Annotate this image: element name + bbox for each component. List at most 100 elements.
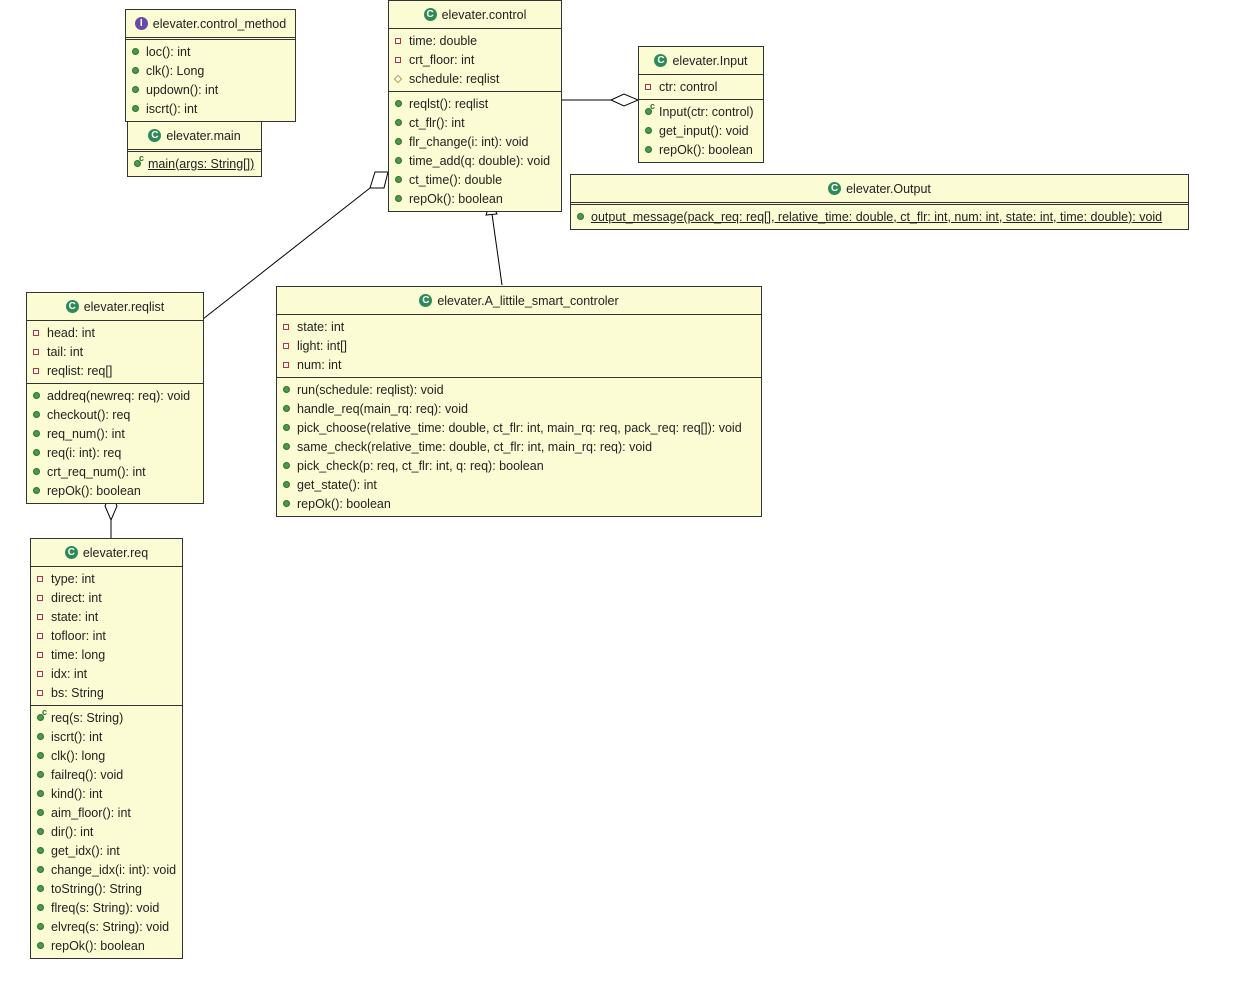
member-row[interactable]: type: int <box>31 569 182 588</box>
member-row[interactable]: req_num(): int <box>27 424 203 443</box>
member-row[interactable]: time_add(q: double): void <box>389 151 561 170</box>
private-visibility-icon <box>395 37 409 44</box>
member-row[interactable]: reqlist: req[] <box>27 361 203 380</box>
member-signature: clk(): long <box>51 748 106 763</box>
member-row[interactable]: change_idx(i: int): void <box>31 860 182 879</box>
member-row[interactable]: time: long <box>31 645 182 664</box>
member-row[interactable]: iscrt(): int <box>126 99 295 118</box>
member-row[interactable]: reqlst(): reqlist <box>389 94 561 113</box>
member-row[interactable]: num: int <box>277 355 761 374</box>
member-row[interactable]: handle_req(main_rq: req): void <box>277 399 761 418</box>
member-row[interactable]: tofloor: int <box>31 626 182 645</box>
member-row[interactable]: addreq(newreq: req): void <box>27 386 203 405</box>
member-row[interactable]: crt_floor: int <box>389 50 561 69</box>
member-row[interactable]: repOk(): boolean <box>31 936 182 955</box>
member-row[interactable]: toString(): String <box>31 879 182 898</box>
member-signature: get_idx(): int <box>51 843 120 858</box>
member-row[interactable]: updown(): int <box>126 80 295 99</box>
member-row[interactable]: elvreq(s: String): void <box>31 917 182 936</box>
member-row[interactable]: time: double <box>389 31 561 50</box>
member-row[interactable]: flreq(s: String): void <box>31 898 182 917</box>
member-signature: addreq(newreq: req): void <box>47 388 191 403</box>
member-row[interactable]: loc(): int <box>126 42 295 61</box>
member-signature: repOk(): boolean <box>51 938 145 953</box>
member-row[interactable]: repOk(): boolean <box>639 140 763 159</box>
member-row[interactable]: idx: int <box>31 664 182 683</box>
member-row[interactable]: failreq(): void <box>31 765 182 784</box>
member-row[interactable]: req(i: int): req <box>27 443 203 462</box>
protected-visibility-icon <box>393 74 409 83</box>
member-row[interactable]: run(schedule: reqlist): void <box>277 380 761 399</box>
public-visibility-icon <box>37 904 51 911</box>
member-row[interactable]: ct_time(): double <box>389 170 561 189</box>
member-row[interactable]: direct: int <box>31 588 182 607</box>
member-row[interactable]: get_state(): int <box>277 475 761 494</box>
member-row[interactable]: clk(): Long <box>126 61 295 80</box>
member-signature: aim_floor(): int <box>51 805 131 820</box>
member-row[interactable]: crt_req_num(): int <box>27 462 203 481</box>
member-row[interactable]: pick_check(p: req, ct_flr: int, q: req):… <box>277 456 761 475</box>
private-visibility-icon <box>37 575 51 582</box>
member-row[interactable]: state: int <box>277 317 761 336</box>
member-row[interactable]: get_input(): void <box>639 121 763 140</box>
member-row[interactable]: ctr: control <box>639 77 763 96</box>
class-name: elevater.reqlist <box>83 299 165 314</box>
member-row[interactable]: output_message(pack_req: req[], relative… <box>571 207 1188 226</box>
member-row[interactable]: bs: String <box>31 683 182 702</box>
private-visibility-icon <box>33 348 47 355</box>
member-row[interactable]: dir(): int <box>31 822 182 841</box>
public-visibility-icon <box>37 866 51 873</box>
public-visibility-icon <box>37 771 51 778</box>
class-name: elevater.control <box>441 7 527 22</box>
member-signature: toString(): String <box>51 881 143 896</box>
public-visibility-icon <box>395 119 409 126</box>
member-row[interactable]: head: int <box>27 323 203 342</box>
member-row[interactable]: main(args: String[]) <box>128 153 261 173</box>
private-visibility-icon <box>37 632 51 639</box>
public-visibility-icon <box>645 146 659 153</box>
class-icon: C <box>148 129 162 142</box>
public-visibility-icon <box>283 500 297 507</box>
member-signature: change_idx(i: int): void <box>51 862 177 877</box>
member-row[interactable]: state: int <box>31 607 182 626</box>
member-row[interactable]: get_idx(): int <box>31 841 182 860</box>
member-row[interactable]: Input(ctr: control) <box>639 101 763 121</box>
member-row[interactable]: light: int[] <box>277 336 761 355</box>
member-row[interactable]: req(s: String) <box>31 707 182 727</box>
member-row[interactable]: kind(): int <box>31 784 182 803</box>
member-row[interactable]: same_check(relative_time: double, ct_flr… <box>277 437 761 456</box>
member-row[interactable]: repOk(): boolean <box>277 494 761 513</box>
member-row[interactable]: clk(): long <box>31 746 182 765</box>
member-row[interactable]: repOk(): boolean <box>27 481 203 500</box>
member-signature: loc(): int <box>146 44 191 59</box>
attributes-section: ctr: control <box>639 75 763 99</box>
public-visibility-icon <box>134 153 148 167</box>
member-row[interactable]: ct_flr(): int <box>389 113 561 132</box>
member-row[interactable]: flr_change(i: int): void <box>389 132 561 151</box>
member-signature: repOk(): boolean <box>47 483 141 498</box>
public-visibility-icon <box>645 127 659 134</box>
member-signature: pick_check(p: req, ct_flr: int, q: req):… <box>297 458 544 473</box>
methods-section: req(s: String)iscrt(): int clk(): long fai… <box>31 705 182 958</box>
member-row[interactable]: pick_choose(relative_time: double, ct_fl… <box>277 418 761 437</box>
member-row[interactable]: aim_floor(): int <box>31 803 182 822</box>
member-row[interactable]: repOk(): boolean <box>389 189 561 208</box>
member-row[interactable]: tail: int <box>27 342 203 361</box>
class-name: elevater.A_littile_smart_controler <box>437 293 619 308</box>
class-name: elevater.control_method <box>152 16 287 31</box>
member-row[interactable]: checkout(): req <box>27 405 203 424</box>
member-row[interactable]: iscrt(): int <box>31 727 182 746</box>
member-signature: flr_change(i: int): void <box>409 134 529 149</box>
public-visibility-icon <box>37 707 51 721</box>
member-row[interactable]: schedule: reqlist <box>389 69 561 88</box>
public-visibility-icon <box>132 105 146 112</box>
